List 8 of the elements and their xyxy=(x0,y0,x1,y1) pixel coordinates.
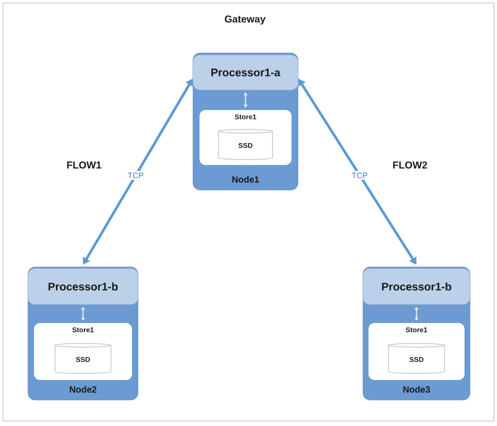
edge-label: TCP xyxy=(126,171,146,180)
edge-label: TCP xyxy=(350,171,370,180)
processor-box: Processor1-b xyxy=(362,268,470,305)
flow-label: FLOW2 xyxy=(393,161,428,169)
processor-box: Processor1-a xyxy=(192,54,298,90)
flow-label: FLOW1 xyxy=(67,161,102,169)
processor-box: Processor1-b xyxy=(28,268,138,305)
title: Gateway xyxy=(224,15,266,25)
